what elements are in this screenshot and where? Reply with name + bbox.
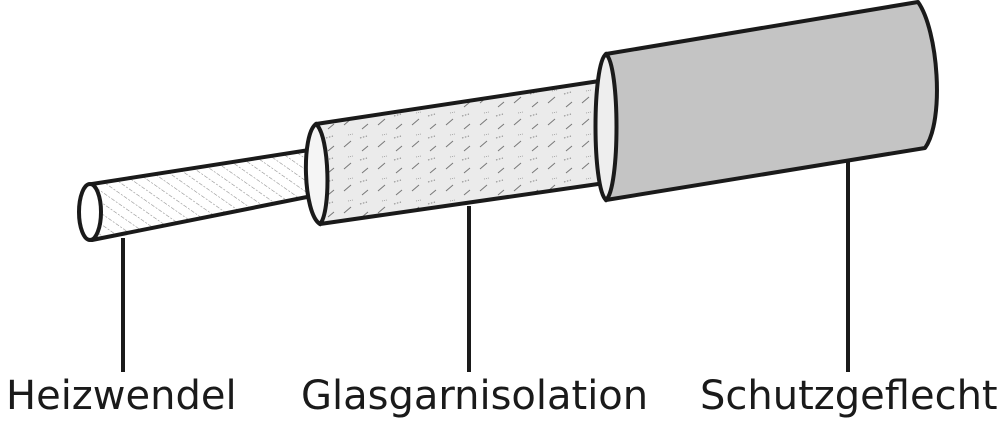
protective-braid-layer — [593, 0, 939, 203]
label-protective-braid: Schutzgeflecht — [700, 373, 998, 419]
heating-coil-core — [77, 146, 324, 242]
label-glass-yarn-insulation: Glasgarnisolation — [301, 373, 649, 419]
glass-yarn-insulation-layer — [303, 78, 614, 227]
label-heating-coil: Heizwendel — [6, 373, 237, 419]
